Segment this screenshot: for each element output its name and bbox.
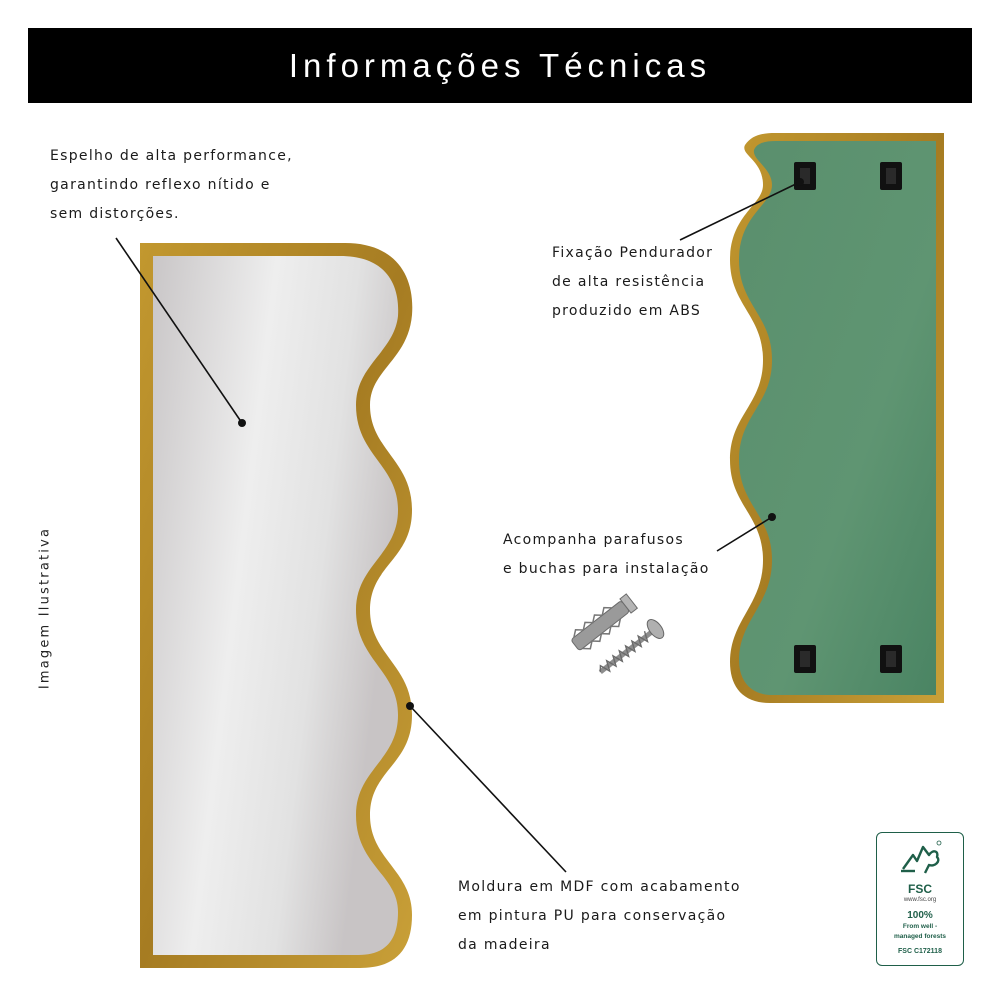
hanger-top-left	[794, 162, 816, 190]
note-screws-line: e buchas para instalação	[503, 561, 710, 577]
note-frame: Moldura em MDF com acabamento em pintura…	[458, 873, 741, 960]
note-hanger-line: Fixação Pendurador	[552, 245, 714, 261]
note-hanger-line: de alta resistência	[552, 274, 706, 290]
leader-frame	[409, 705, 567, 873]
dot-mirror	[238, 419, 246, 427]
back-panel	[739, 141, 936, 695]
title-banner: Informações Técnicas	[28, 28, 972, 103]
leader-hanger	[679, 181, 801, 241]
dot-hanger	[796, 178, 804, 186]
note-frame-line: Moldura em MDF com acabamento	[458, 879, 741, 895]
note-mirror-line: Espelho de alta performance,	[50, 148, 293, 164]
page-title: Informações Técnicas	[288, 46, 712, 84]
leader-dots	[238, 178, 804, 710]
fsc-tree-icon	[901, 840, 942, 874]
fsc-badge: FSC www.fsc.org 100% From well - managed…	[876, 832, 964, 966]
fsc-url: www.fsc.org	[903, 897, 937, 903]
fsc-claim-1: From well -	[902, 923, 938, 930]
note-mirror: Espelho de alta performance, garantindo …	[50, 142, 293, 229]
note-frame-line: em pintura PU para conservação	[458, 908, 727, 924]
leader-screws	[716, 516, 773, 552]
fsc-code: FSC C172118	[898, 948, 942, 955]
note-screws-line: Acompanha parafusos	[503, 532, 684, 548]
note-frame-line: da madeira	[458, 937, 551, 953]
note-hanger: Fixação Pendurador de alta resistência p…	[552, 239, 713, 326]
leader-lines	[115, 181, 801, 873]
fsc-claim-2: managed forests	[893, 933, 947, 940]
dot-frame	[406, 702, 414, 710]
hanger-bottom-right	[880, 645, 902, 673]
leader-mirror	[115, 237, 243, 424]
screw-and-plug-icon	[571, 593, 665, 675]
hanger-top-right	[880, 162, 902, 190]
mirror-glass	[153, 256, 399, 955]
mirror-back	[730, 133, 944, 703]
hanger-bottom-left	[794, 645, 816, 673]
note-mirror-line: sem distorções.	[50, 206, 180, 222]
note-mirror-line: garantindo reflexo nítido e	[50, 177, 271, 193]
mirror-front	[140, 243, 413, 968]
note-hanger-line: produzido em ABS	[552, 303, 702, 319]
dot-screws	[768, 513, 776, 521]
fsc-percent: 100%	[907, 910, 933, 921]
fsc-name: FSC	[908, 882, 932, 896]
note-screws: Acompanha parafusos e buchas para instal…	[503, 526, 710, 584]
